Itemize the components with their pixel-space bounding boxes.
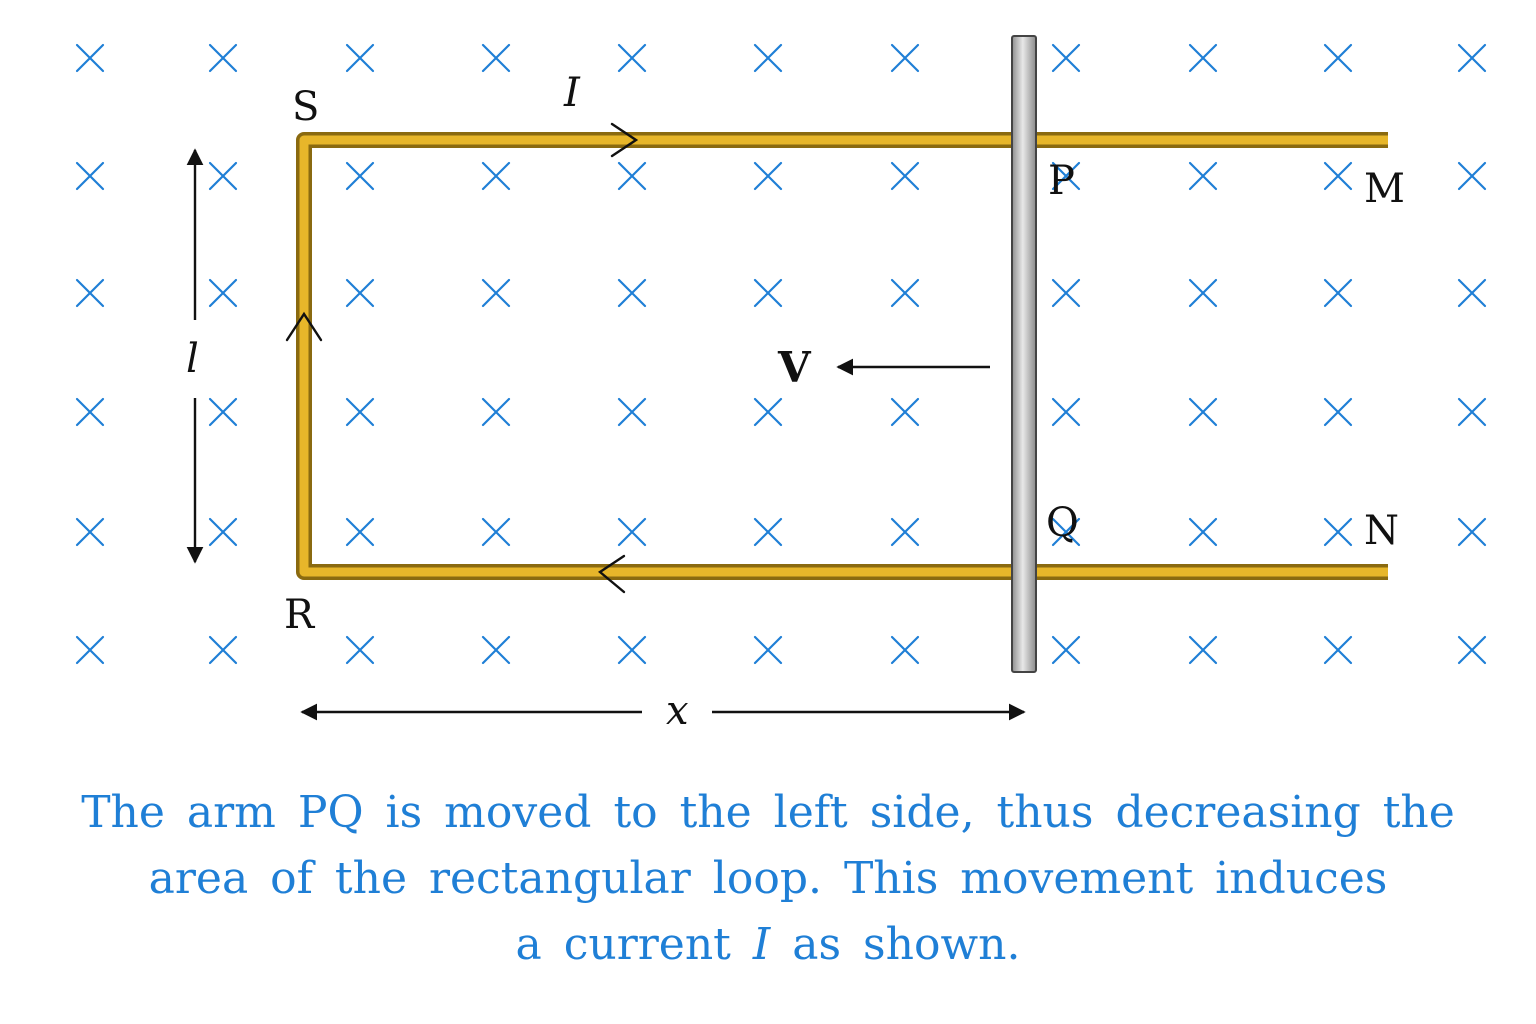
cross-icon — [1323, 161, 1353, 191]
cross-icon — [1457, 517, 1487, 547]
cross-icon — [753, 161, 783, 191]
cross-icon — [1323, 517, 1353, 547]
cross-icon — [1188, 161, 1218, 191]
cross-icon — [75, 397, 105, 427]
caption-line-3-end: as shown. — [792, 919, 1021, 970]
cross-icon — [1051, 517, 1081, 547]
cross-icon — [890, 278, 920, 308]
cross-icon — [345, 397, 375, 427]
sliding-rod-pq — [1011, 35, 1037, 673]
cross-icon — [753, 278, 783, 308]
cross-icon — [890, 43, 920, 73]
cross-icon — [1188, 635, 1218, 665]
cross-icon — [481, 278, 511, 308]
cross-icon — [753, 397, 783, 427]
caption-line-1: The arm PQ is moved to the left side, th… — [81, 787, 1455, 838]
cross-icon — [1323, 43, 1353, 73]
cross-icon — [890, 397, 920, 427]
label-q: Q — [1046, 500, 1079, 546]
cross-icon — [481, 161, 511, 191]
figure-caption: The arm PQ is moved to the left side, th… — [0, 780, 1536, 978]
cross-icon — [1323, 397, 1353, 427]
cross-icon — [890, 635, 920, 665]
cross-icon — [75, 161, 105, 191]
cross-icon — [1457, 635, 1487, 665]
cross-icon — [1457, 397, 1487, 427]
cross-icon — [208, 161, 238, 191]
cross-icon — [1457, 43, 1487, 73]
cross-icon — [1051, 43, 1081, 73]
cross-icon — [1323, 635, 1353, 665]
caption-line-3-start: a current — [515, 919, 731, 970]
cross-icon — [1051, 278, 1081, 308]
cross-icon — [617, 278, 647, 308]
label-n: N — [1364, 508, 1399, 554]
cross-icon — [753, 635, 783, 665]
cross-icon — [617, 635, 647, 665]
label-current: I — [563, 70, 581, 116]
current-arrow-bottom-icon — [597, 554, 626, 594]
cross-icon — [1188, 43, 1218, 73]
cross-icon — [617, 161, 647, 191]
label-r: R — [284, 592, 316, 638]
induction-diagram: S R P Q M N I l V x — [75, 35, 1487, 734]
cross-icon — [1457, 161, 1487, 191]
cross-icon — [481, 517, 511, 547]
cross-icon — [345, 161, 375, 191]
wire-loop-core — [299, 135, 1388, 577]
cross-icon — [617, 517, 647, 547]
cross-icon — [617, 397, 647, 427]
cross-icon — [481, 43, 511, 73]
cross-icon — [1051, 161, 1081, 191]
cross-icon — [345, 278, 375, 308]
cross-icon — [75, 43, 105, 73]
cross-icon — [208, 635, 238, 665]
cross-icon — [1051, 397, 1081, 427]
cross-icon — [1457, 278, 1487, 308]
caption-line-2: area of the rectangular loop. This movem… — [148, 853, 1388, 904]
label-s: S — [292, 84, 319, 130]
cross-icon — [481, 397, 511, 427]
cross-icon — [345, 517, 375, 547]
cross-icon — [208, 43, 238, 73]
label-length: l — [186, 336, 199, 382]
cross-icon — [75, 635, 105, 665]
cross-icon — [75, 517, 105, 547]
cross-icon — [617, 43, 647, 73]
wire-loop-outline — [296, 132, 1388, 580]
cross-icon — [890, 161, 920, 191]
label-p: P — [1048, 158, 1075, 204]
magnetic-field-grid — [75, 43, 1487, 665]
current-direction-marks — [285, 122, 639, 594]
label-distance: x — [666, 688, 689, 734]
caption-line-3: a current I as shown. — [0, 912, 1536, 978]
cross-icon — [1051, 635, 1081, 665]
cross-icon — [1188, 278, 1218, 308]
cross-icon — [208, 517, 238, 547]
cross-icon — [1188, 517, 1218, 547]
cross-icon — [208, 397, 238, 427]
conducting-wire — [296, 132, 1388, 580]
cross-icon — [345, 635, 375, 665]
cross-icon — [1323, 278, 1353, 308]
current-arrow-top-icon — [610, 122, 639, 158]
cross-icon — [75, 278, 105, 308]
current-arrow-left-icon — [285, 311, 323, 342]
cross-icon — [481, 635, 511, 665]
cross-icon — [753, 43, 783, 73]
label-m: M — [1364, 166, 1405, 212]
cross-icon — [753, 517, 783, 547]
cross-icon — [208, 278, 238, 308]
cross-icon — [890, 517, 920, 547]
caption-current-symbol: I — [752, 919, 771, 970]
cross-icon — [345, 43, 375, 73]
cross-icon — [1188, 397, 1218, 427]
label-velocity: V — [777, 343, 812, 392]
